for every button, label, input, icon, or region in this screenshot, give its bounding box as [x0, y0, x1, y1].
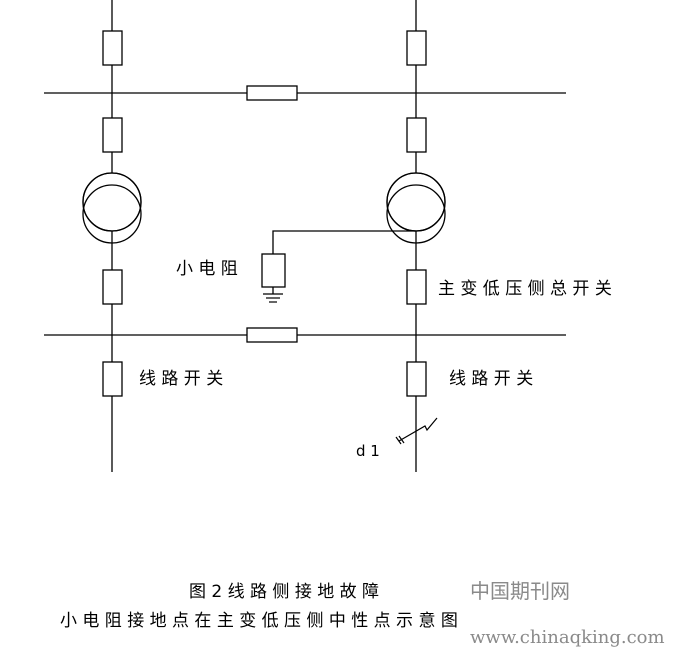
right-line-switch-label: 线 路 开 关: [449, 369, 533, 389]
watermark-url: www.chinaqking.com: [470, 627, 665, 648]
ground-icon: [263, 293, 283, 303]
right-top-switch: [406, 30, 427, 66]
neutral-lead: [272, 230, 416, 254]
top-bus-tie-switch: [246, 85, 298, 101]
watermark-name: 中国期刊网: [470, 579, 570, 603]
caption-subtitle: 小 电 阻 接 地 点 在 主 变 低 压 侧 中 性 点 示 意 图: [60, 611, 458, 631]
left-top-switch: [102, 30, 123, 66]
left-lower-switch: [102, 269, 123, 305]
left-line-switch: [102, 361, 123, 397]
left-transformer: [82, 172, 142, 244]
fault-point-label: d 1: [356, 442, 380, 460]
fault-lightning-icon: [395, 417, 438, 445]
left-upper-switch: [102, 117, 123, 153]
caption-title: 图 2 线 路 侧 接 地 故 障: [189, 582, 379, 602]
small-resistor: [261, 253, 286, 288]
bottom-bus-tie-switch: [246, 327, 298, 343]
right-upper-switch: [406, 117, 427, 153]
right-line-switch: [406, 361, 427, 397]
main-transformer-switch-label: 主 变 低 压 侧 总 开 关: [438, 279, 612, 299]
right-main-transformer-switch: [406, 269, 427, 305]
small-resistor-label: 小 电 阻: [176, 259, 238, 279]
left-line-switch-label: 线 路 开 关: [139, 369, 223, 389]
